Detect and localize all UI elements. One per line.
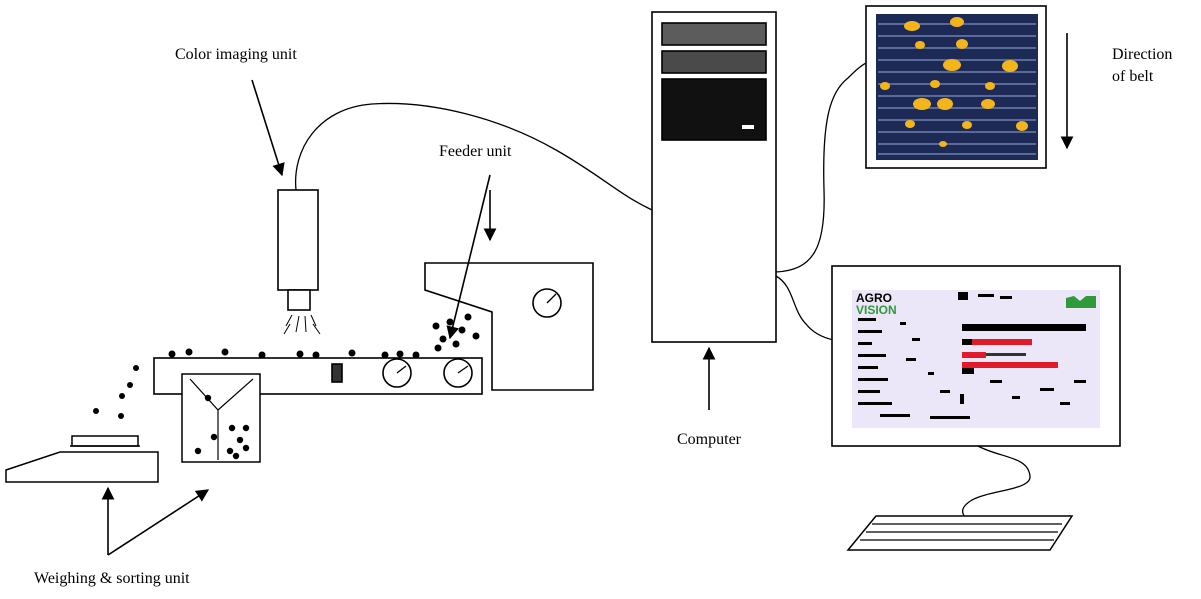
scale-pan: [72, 436, 138, 446]
scale-base: [6, 452, 158, 482]
camera-light-rays: [284, 315, 320, 334]
weighing-scale: [6, 436, 158, 482]
color-imaging-unit-label: Color imaging unit: [175, 45, 297, 64]
grains-falling-from-feeder: [433, 314, 480, 348]
sorting-arrow: [108, 490, 208, 555]
weighing-sorting-unit-label: Weighing & sorting unit: [34, 569, 190, 588]
computer-to-belt-image-cable: [776, 60, 872, 272]
feeder-arrow-2: [450, 175, 490, 338]
direction-of-belt-label-line1: Direction: [1112, 45, 1172, 64]
monitor-logo-line2: VISION: [856, 304, 897, 316]
monitor-logo: AGRO VISION: [856, 292, 897, 316]
camera-body: [278, 190, 318, 290]
belt-sensor: [332, 364, 342, 382]
grains-falling-off-belt: [93, 365, 139, 419]
grains-on-belt: [169, 345, 442, 359]
computer-label: Computer: [677, 430, 741, 449]
belt-image-display: [866, 6, 1046, 168]
keyboard-body: [848, 516, 1072, 550]
direction-of-belt-label-line2: of belt: [1112, 67, 1153, 86]
feeder-unit-label: Feeder unit: [439, 142, 511, 161]
power-indicator: [742, 125, 754, 129]
drive-bay-1: [662, 23, 766, 45]
color-imaging-arrow: [252, 80, 282, 175]
camera: [278, 190, 318, 310]
camera-lens: [288, 290, 310, 310]
computer-tower: [652, 12, 776, 342]
monitor-to-keyboard-cable: [963, 446, 1030, 518]
drive-bay-2: [662, 51, 766, 73]
drive-bay-3: [662, 79, 766, 140]
computer-to-monitor-cable: [776, 276, 834, 340]
keyboard: [848, 516, 1072, 550]
